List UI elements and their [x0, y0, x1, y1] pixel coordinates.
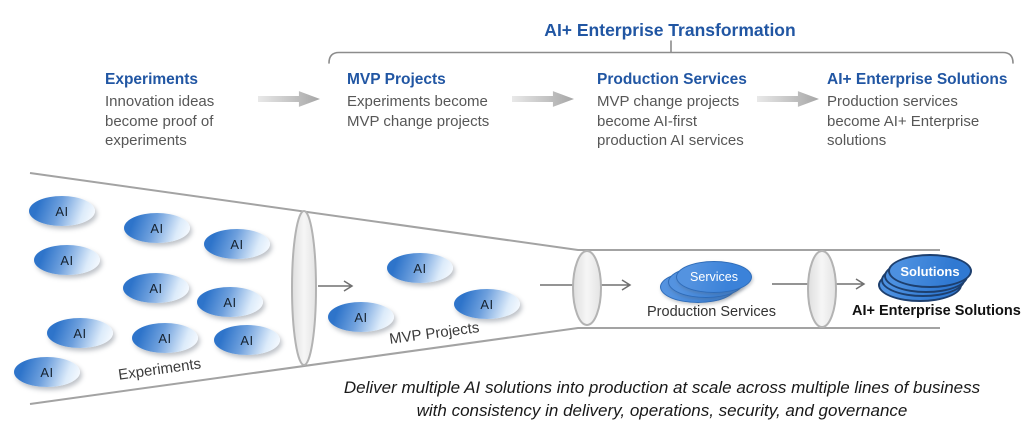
stage-header: Production Services: [597, 71, 747, 88]
ai-bubble: AI: [204, 229, 270, 259]
ai-bubble: AI: [132, 323, 198, 353]
ai-bubble-label: AI: [150, 220, 164, 236]
stage-column-mvp-projects: MVP Projects Experiments become MVP chan…: [347, 71, 489, 131]
zone-label-ai-enterprise-solutions: AI+ Enterprise Solutions: [852, 303, 1021, 319]
ai-bubble: AI: [34, 245, 100, 275]
ai-bubble-label: AI: [230, 236, 244, 252]
stage-description: Experiments become MVP change projects: [347, 93, 490, 130]
ai-bubble: AI: [29, 196, 95, 226]
ai-bubble: AI: [387, 253, 453, 283]
ai-bubble-label: AI: [354, 309, 368, 325]
stage-column-experiments: Experiments Innovation ideas become proo…: [105, 71, 214, 151]
services-stack-label: Services: [690, 270, 738, 284]
zone-label-experiments: Experiments: [117, 355, 203, 384]
ai-bubble-label: AI: [149, 280, 163, 296]
stage-arrow-icon: [772, 278, 866, 290]
ai-bubble: AI: [214, 325, 280, 355]
stage-column-ai-enterprise-solutions: AI+ Enterprise Solutions Production serv…: [827, 71, 1007, 151]
caption-line-1: Deliver multiple AI solutions into produ…: [343, 378, 981, 397]
solutions-stack-label: Solutions: [900, 263, 960, 279]
caption-line-2: with consistency in delivery, operations…: [416, 401, 908, 420]
diagram-title: AI+ Enterprise Transformation: [544, 20, 796, 40]
funnel-lens-icon: [807, 250, 837, 328]
funnel-lens-icon: [572, 250, 602, 326]
bottom-caption: Deliver multiple AI solutions into produ…: [262, 376, 1024, 422]
ai-bubble: AI: [328, 302, 394, 332]
ai-bubble-label: AI: [240, 332, 254, 348]
ai-bubble-label: AI: [40, 364, 54, 380]
stage-arrow-icon: [540, 279, 632, 291]
ai-bubble: AI: [47, 318, 113, 348]
ai-bubble: AI: [14, 357, 80, 387]
stage-column-production-services: Production Services MVP change projects …: [597, 71, 747, 151]
stage-description: MVP change projects become AI-first prod…: [597, 93, 744, 149]
zone-label-production-services: Production Services: [647, 304, 776, 320]
stage-header: Experiments: [105, 71, 199, 88]
stage-description: Production services become AI+ Enterpris…: [827, 93, 980, 149]
bracket-icon: [328, 40, 1014, 64]
flow-arrow-icon: [258, 91, 320, 107]
ai-bubble-label: AI: [413, 260, 427, 276]
stage-header: AI+ Enterprise Solutions: [827, 71, 1008, 88]
ai-bubble: AI: [123, 273, 189, 303]
solutions-stack: Solutions: [878, 254, 974, 304]
ai-bubble: AI: [124, 213, 190, 243]
stack-ellipse-icon: Services: [676, 261, 752, 293]
stage-description: Innovation ideas become proof of experim…: [105, 93, 215, 149]
flow-arrow-icon: [512, 91, 574, 107]
ai-bubble-label: AI: [60, 252, 74, 268]
ai-bubble-label: AI: [73, 325, 87, 341]
ai-bubble-label: AI: [223, 294, 237, 310]
ai-bubble-label: AI: [158, 330, 172, 346]
ai-bubble: AI: [197, 287, 263, 317]
stage-arrow-icon: [318, 280, 354, 292]
services-stack: Services: [660, 261, 756, 307]
stack-ellipse-icon: Solutions: [888, 254, 972, 288]
funnel-lens-icon: [291, 210, 317, 366]
ai-bubble-label: AI: [55, 203, 69, 219]
flow-arrow-icon: [757, 91, 819, 107]
ai-bubble: AI: [454, 289, 520, 319]
stage-header: MVP Projects: [347, 71, 446, 88]
ai-bubble-label: AI: [480, 296, 494, 312]
zone-label-mvp-projects: MVP Projects: [388, 319, 481, 348]
